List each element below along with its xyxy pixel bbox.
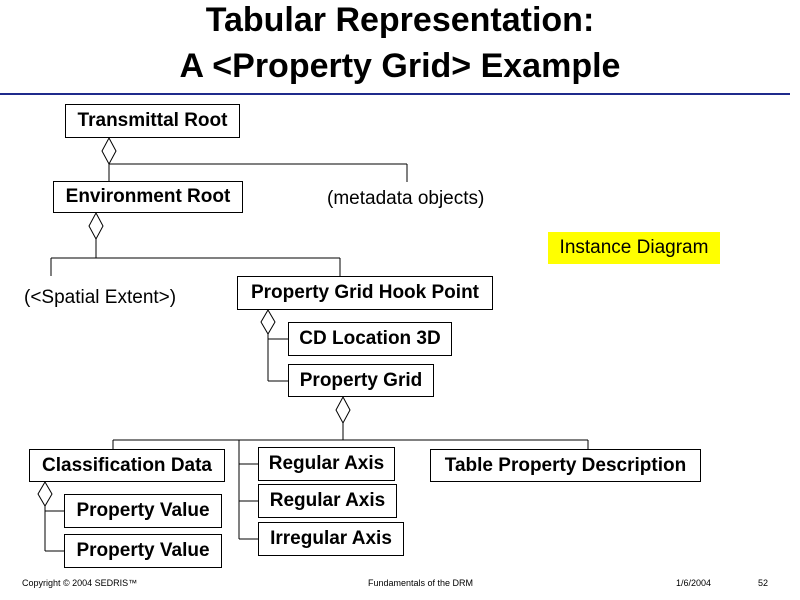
- node-irregular-axis: Irregular Axis: [258, 522, 404, 556]
- footer-copyright: Copyright © 2004 SEDRIS™: [22, 578, 138, 588]
- aggregation-diamond-classification: [37, 481, 53, 507]
- instance-diagram-badge: Instance Diagram: [548, 232, 720, 264]
- footer-course: Fundamentals of the DRM: [368, 578, 474, 588]
- node-spatial-extent: (<Spatial Extent>): [24, 287, 177, 308]
- node-transmittal-root: Transmittal Root: [65, 104, 240, 138]
- node-environment-root: Environment Root: [53, 181, 243, 213]
- aggregation-diamond-propertygrid: [335, 395, 351, 425]
- footer-page-number: 52: [758, 578, 769, 588]
- node-table-property-description: Table Property Description: [430, 449, 701, 482]
- slide-title-line-2: A <Property Grid> Example: [179, 47, 621, 85]
- title-divider: [0, 93, 790, 95]
- node-property-grid: Property Grid: [288, 364, 434, 397]
- node-metadata-objects: (metadata objects): [327, 188, 485, 209]
- node-cd-location-3d: CD Location 3D: [288, 322, 452, 356]
- node-regular-axis-1: Regular Axis: [258, 447, 395, 481]
- slide-title-line-1: Tabular Representation:: [205, 1, 595, 39]
- node-property-grid-hook-point: Property Grid Hook Point: [237, 276, 493, 310]
- aggregation-diamond-environment: [88, 211, 104, 241]
- node-property-value-2: Property Value: [64, 534, 222, 568]
- footer-date: 1/6/2004: [676, 578, 712, 588]
- node-classification-data: Classification Data: [29, 449, 225, 482]
- aggregation-diamond-hookpoint: [260, 309, 276, 335]
- node-property-value-1: Property Value: [64, 494, 222, 528]
- aggregation-diamond-transmittal: [101, 136, 117, 166]
- node-regular-axis-2: Regular Axis: [258, 484, 397, 518]
